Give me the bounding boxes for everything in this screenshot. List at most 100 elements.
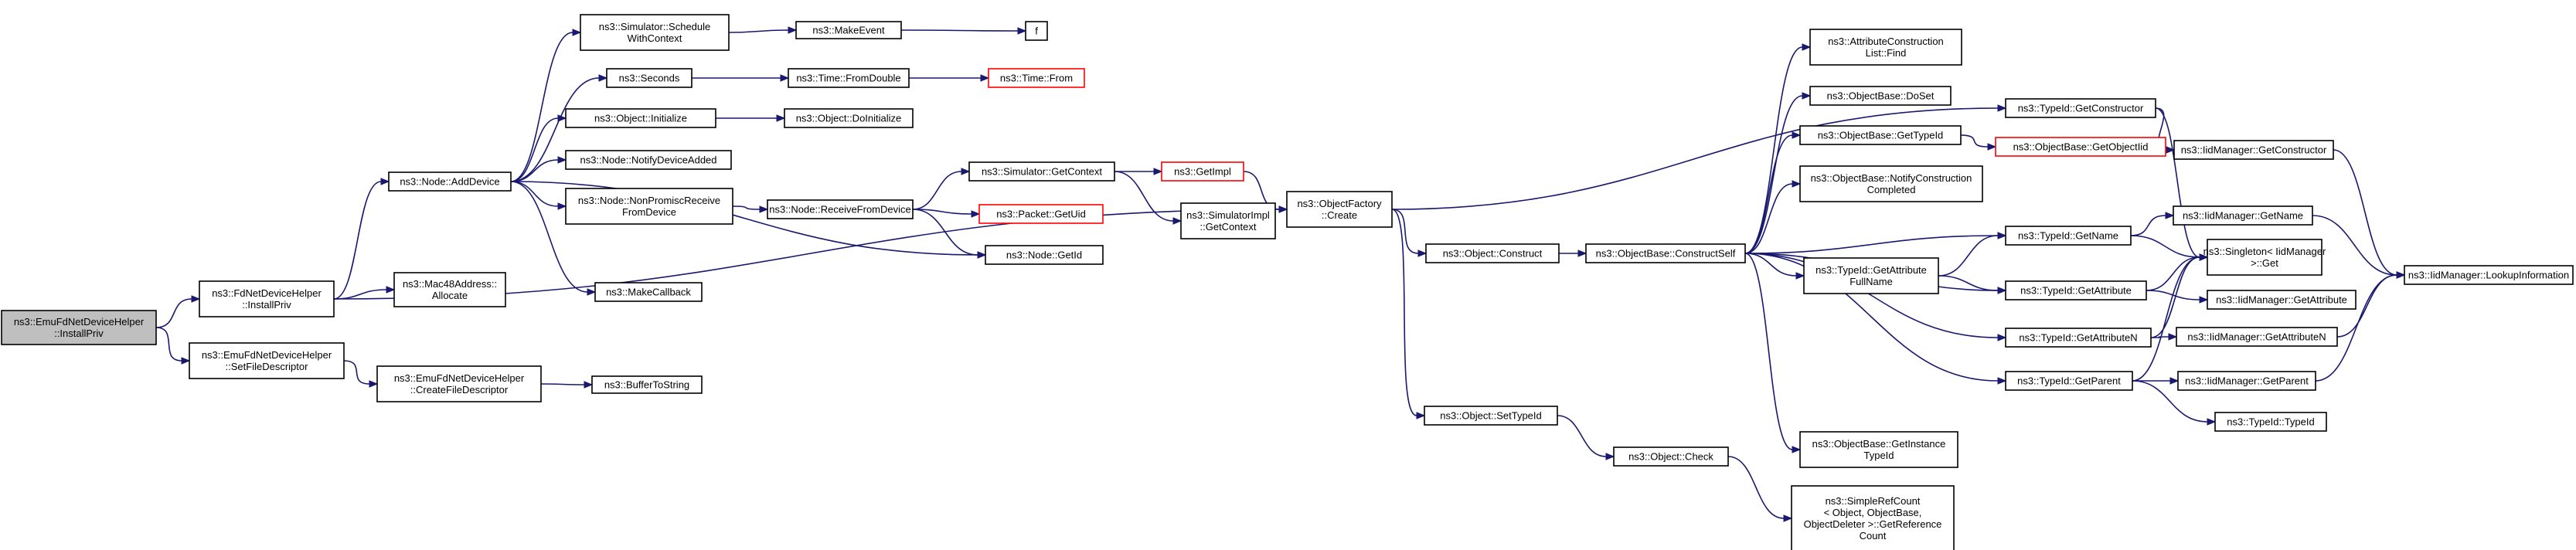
edge-tid-getctor-to-singleton [2155,107,2200,258]
node-iid-getattrn[interactable]: ns3::IidManager::GetAttributeN [2176,327,2338,347]
node-mac48[interactable]: ns3::Mac48Address::Allocate [393,272,506,307]
node-ob-gettid[interactable]: ns3::ObjectBase::GetTypeId [1799,125,1962,145]
node-simimpl-ctx[interactable]: ns3::SimulatorImpl::GetContext [1180,202,1276,239]
node-notifyadded[interactable]: ns3::Node::NotifyDeviceAdded [565,150,732,170]
node-obj-doinit[interactable]: ns3::Object::DoInitialize [784,108,914,128]
node-root[interactable]: ns3::EmuFdNetDeviceHelper::InstallPriv [1,310,157,345]
arrowhead [1416,412,1426,419]
node-iid-getparent[interactable]: ns3::IidManager::GetParent [2177,371,2316,391]
arrowhead [961,168,971,175]
node-getimpl[interactable]: ns3::GetImpl [1161,161,1244,182]
edge-objfactory-to-obj-construct [1391,209,1419,254]
node-seconds[interactable]: ns3::Seconds [606,68,692,88]
edge-adddevice-to-schedctx [510,32,573,182]
node-node-getid[interactable]: ns3::Node::GetId [985,245,1104,265]
node-box [376,365,542,402]
node-iid-lookup[interactable]: ns3::IidManager::LookupInformation [2404,265,2574,285]
node-box [1613,446,1729,467]
arrowhead [369,380,379,388]
arrowhead [1997,377,2007,385]
arrowhead [2169,377,2180,385]
node-singleton[interactable]: ns3::Singleton< IidManager>::Get [2203,239,2326,276]
node-doset[interactable]: ns3::ObjectBase::DoSet [1809,86,1952,106]
node-box [988,68,1085,88]
node-label: ns3::Packet::GetUid [996,209,1086,220]
node-label: ::InstallPriv [242,299,291,311]
arrowhead [1795,272,1805,280]
node-iid-getctor[interactable]: ns3::IidManager::GetConstructor [2173,140,2334,160]
edge-tid-getparent-to-singleton [2132,256,2200,382]
node-obj-check[interactable]: ns3::Object::Check [1613,446,1729,467]
node-fromdouble[interactable]: ns3::Time::FromDouble [788,68,910,88]
node-label: ns3::FdNetDeviceHelper [212,287,322,299]
node-makeevent[interactable]: ns3::MakeEvent [795,21,902,39]
edge-objbase-cs-to-ob-gettid [1744,134,1793,254]
node-obj-construct[interactable]: ns3::Object::Construct [1425,243,1560,263]
node-label: ns3::Object::Initialize [594,113,687,124]
node-box [1799,125,1962,145]
edge-tid-gaf-to-tid-getname [1938,235,1999,277]
edge-objfactory-to-obj-settid [1391,209,1417,416]
edge-tid-gaf-to-tid-getattr [1938,275,1999,291]
node-iid-getname[interactable]: ns3::IidManager::GetName [2173,205,2313,226]
edge-objbase-cs-to-getinst [1744,253,1793,450]
arrowhead [1792,446,1802,453]
node-label: ::GetContext [1200,221,1257,233]
node-label: FullName [1849,276,1893,287]
node-recvfrom[interactable]: ns3::Node::ReceiveFromDevice [767,199,914,219]
node-label: ::InstallPriv [54,328,104,339]
edge-adddevice-to-seconds [510,77,600,182]
node-label: ns3::IidManager::LookupInformation [2408,270,2569,281]
node-label: ns3::ObjectFactory [1297,198,1382,209]
node-tid-getparent[interactable]: ns3::TypeId::GetParent [2005,371,2133,391]
node-buf2str[interactable]: ns3::BufferToString [591,375,703,394]
node-adddevice[interactable]: ns3::Node::AddDevice [388,171,512,192]
node-packet-uid[interactable]: ns3::Packet::GetUid [978,204,1104,224]
arrowhead [980,74,990,82]
edge-adddevice-to-obj-init [510,117,559,182]
node-box [565,108,716,128]
node-f[interactable]: f [1025,21,1048,41]
edge-emu-createfd-to-buf2str [540,383,585,385]
node-timefrom[interactable]: ns3::Time::From [988,68,1085,88]
node-tid-getattr[interactable]: ns3::TypeId::GetAttribute [2005,280,2147,300]
node-emu-setfd[interactable]: ns3::EmuFdNetDeviceHelper::SetFileDescri… [189,342,345,379]
node-label: Completed [1867,184,1916,195]
node-makecallback[interactable]: ns3::MakeCallback [594,282,703,302]
node-iid-getattr[interactable]: ns3::IidManager::GetAttribute [2207,290,2357,310]
node-objfactory[interactable]: ns3::ObjectFactory::Create [1286,191,1393,228]
node-tid-getname[interactable]: ns3::TypeId::GetName [2005,226,2132,246]
edge-root-to-emu-setfd [155,327,182,362]
edge-objbase-cs-to-tid-getname [1744,235,1999,254]
node-tid-typeid[interactable]: ns3::TypeId::TypeId [2214,412,2327,432]
node-objbase-cs[interactable]: ns3::ObjectBase::ConstructSelf [1585,243,1746,263]
node-box [1180,202,1276,239]
arrowhead [1605,453,1615,460]
edge-fd-install-to-adddevice [333,181,382,300]
node-obj-settid[interactable]: ns3::Object::SetTypeId [1424,406,1558,426]
edge-tid-getname-to-iid-getname [2130,215,2166,236]
node-box [978,204,1104,224]
node-ob-getoid[interactable]: ns3::ObjectBase::GetObjectIid [1995,137,2166,157]
node-srefcount[interactable]: ns3::SimpleRefCount< Object, ObjectBase,… [1791,485,1955,550]
node-sim-getctx[interactable]: ns3::Simulator::GetContext [968,161,1115,182]
node-label: ns3::EmuFdNetDeviceHelper [202,349,332,361]
node-label: ns3::Time::FromDouble [796,73,900,84]
node-box [795,21,902,39]
node-box [2005,280,2147,300]
node-obj-init[interactable]: ns3::Object::Initialize [565,108,716,128]
arrowhead [181,357,191,365]
node-notifycc[interactable]: ns3::ObjectBase::NotifyConstructionCompl… [1799,165,1983,202]
node-tid-getattrn[interactable]: ns3::TypeId::GetAttributeN [2005,328,2152,348]
node-emu-createfd[interactable]: ns3::EmuFdNetDeviceHelper::CreateFileDes… [376,365,542,402]
node-box [1803,257,1939,294]
node-label: ns3::IidManager::GetParent [2185,375,2309,387]
node-box [1425,243,1560,263]
node-fd-install[interactable]: ns3::FdNetDeviceHelper::InstallPriv [199,280,335,317]
node-tid-getctor[interactable]: ns3::TypeId::GetConstructor [2005,98,2156,118]
